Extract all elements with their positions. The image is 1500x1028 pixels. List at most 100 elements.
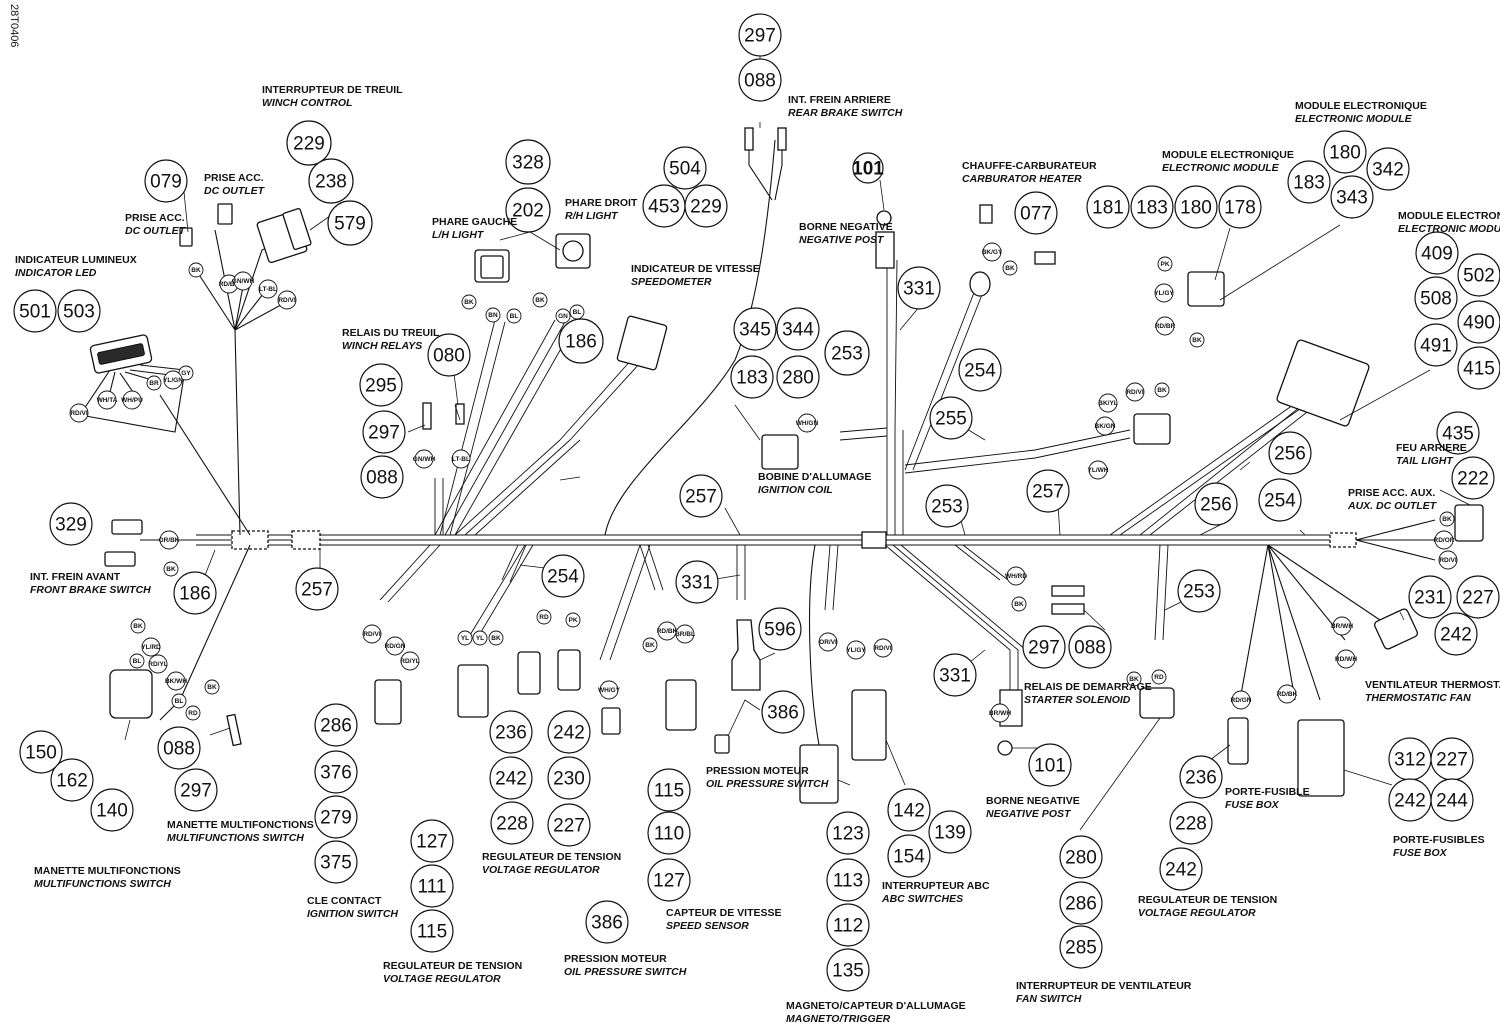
wire-color-code: YL/GY	[1154, 290, 1174, 297]
wire-color-code: GN	[558, 313, 568, 320]
callout-186: 186	[558, 318, 604, 364]
wire-color-code: YL/GY	[846, 647, 866, 654]
wire-tag: GN/WH	[413, 449, 435, 469]
label-english: L/H LIGHT	[432, 229, 485, 241]
label-english: R/H LIGHT	[565, 210, 619, 222]
callout-229: 229	[684, 184, 728, 228]
callout-number: 101	[1034, 756, 1066, 777]
wire-tag: BN	[485, 307, 501, 323]
callout-242: 242	[1434, 612, 1478, 656]
callout-number: 183	[1136, 198, 1168, 219]
label-french: MANETTE MULTIFONCTIONS	[34, 865, 181, 877]
wire-tag: RD/BK	[1277, 684, 1298, 704]
callout-297: 297	[174, 768, 218, 812]
wire-tag: RD/VI	[69, 403, 89, 423]
callout-227: 227	[1456, 575, 1500, 619]
label-french: PRESSION MOTEUR	[706, 765, 809, 777]
callout-254: 254	[1258, 478, 1302, 522]
callout-101: 101	[1028, 743, 1072, 787]
callout-331: 331	[897, 266, 941, 310]
callout-number: 490	[1463, 313, 1495, 334]
wire-tag: PK	[565, 612, 581, 628]
wire-tag: LT-BL	[258, 279, 278, 299]
callout-222: 222	[1451, 456, 1495, 500]
wire-tag: BL	[129, 653, 145, 669]
callout-number: 080	[433, 346, 465, 367]
wire-color-code: BL	[175, 698, 184, 705]
callout-number: 162	[56, 771, 88, 792]
wire-tag: RD	[1151, 669, 1167, 685]
callout-279: 279	[314, 795, 358, 839]
label-english: ELECTRONIC MODULE	[1162, 162, 1280, 174]
callout-230: 230	[547, 756, 591, 800]
callout-number: 236	[1185, 768, 1217, 789]
label-english: INDICATOR LED	[15, 267, 97, 279]
label-english: DC OUTLET	[204, 185, 266, 197]
callout-113: 113	[826, 858, 870, 902]
label-french: INT. FREIN ARRIERE	[788, 94, 891, 106]
label-english: SPEED SENSOR	[666, 920, 749, 932]
callout-number: 453	[648, 197, 680, 218]
callout-253: 253	[824, 330, 870, 376]
wire-color-code: BK	[133, 623, 143, 630]
callout-number: 331	[681, 573, 713, 594]
wire-tag: YL/GN	[163, 370, 183, 390]
callout-number: 257	[685, 487, 717, 508]
callout-238: 238	[308, 158, 354, 204]
callout-295: 295	[359, 363, 403, 407]
wire-color-code: BL	[133, 658, 142, 665]
callout-139: 139	[928, 810, 972, 854]
callout-280: 280	[1059, 835, 1103, 879]
component-label: PRISE ACC.DC OUTLET	[204, 172, 266, 197]
callout-number: 150	[25, 743, 57, 764]
callout-number: 297	[368, 423, 400, 444]
callout-number: 508	[1420, 289, 1452, 310]
wire-tag: YL/GY	[1154, 283, 1174, 303]
label-french: INT. FREIN AVANT	[30, 571, 121, 583]
label-french: INDICATEUR LUMINEUX	[15, 254, 137, 266]
callout-242: 242	[1388, 778, 1432, 822]
wire-color-code: BK/YL	[1098, 400, 1118, 407]
wire-tag: YL	[457, 630, 473, 646]
wire-color-code: WH/GY	[598, 687, 621, 694]
callout-236: 236	[1179, 755, 1223, 799]
wire-tag: RD/VI	[873, 638, 893, 658]
wire-tag: BK	[461, 294, 477, 310]
wire-tag: BK	[163, 561, 179, 577]
callout-number: 329	[55, 515, 87, 536]
callout-number: 257	[1032, 482, 1064, 503]
wire-color-code: BL	[573, 309, 582, 316]
callout-231: 231	[1408, 575, 1452, 619]
callout-number: 180	[1180, 198, 1212, 219]
callout-227: 227	[547, 803, 591, 847]
callout-number: 123	[832, 824, 864, 845]
callout-number: 228	[1175, 814, 1207, 835]
callout-112: 112	[826, 903, 870, 947]
wire-color-code: LT-BL	[259, 286, 277, 293]
callout-344: 344	[776, 307, 820, 351]
callout-331: 331	[933, 653, 977, 697]
callout-number: 115	[654, 781, 684, 802]
wire-color-code: OR/BK	[159, 537, 180, 544]
component-label: PRISE ACC. AUX.AUX. DC OUTLET	[1347, 487, 1438, 512]
wire-color-code: BK	[464, 299, 474, 306]
callout-236: 236	[489, 710, 533, 754]
callout-150: 150	[19, 730, 63, 774]
callout-228: 228	[490, 801, 534, 845]
wire-color-code: RD/BK	[1277, 691, 1298, 698]
callout-343: 343	[1330, 175, 1374, 219]
wire-tag: RD/VI	[362, 624, 382, 644]
callout-number: 342	[1372, 160, 1404, 181]
wire-tag: RD/VI	[277, 290, 297, 310]
wire-color-code: BK	[207, 684, 217, 691]
label-french: REGULATEUR DE TENSION	[383, 960, 522, 972]
wire-tag: RD/VI	[1438, 550, 1458, 570]
callout-501: 501	[13, 289, 57, 333]
wire-tag: YL/GY	[846, 640, 866, 660]
